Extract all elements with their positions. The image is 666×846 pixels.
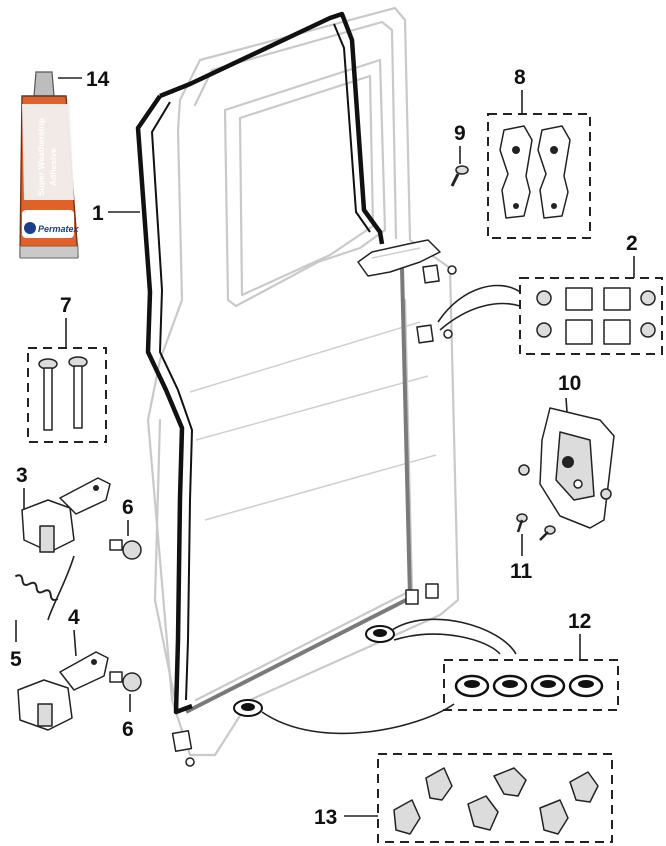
tube-label-line2: Adhesive [48, 148, 58, 186]
part-2-clips-and-screws [536, 287, 656, 345]
leader-3-to-spring [47, 555, 75, 621]
leader-4 [73, 629, 77, 657]
callout-1: 1 [92, 202, 104, 225]
part-7-box [27, 347, 107, 443]
callout-13: 13 [314, 806, 337, 829]
door-mount-clips [171, 264, 457, 767]
callout-6a: 6 [122, 496, 134, 519]
part-14-adhesive-tube: Super Weatherstrip Adhesive Permatex [19, 71, 80, 259]
part-9-screw [450, 165, 469, 187]
callout-7: 7 [60, 294, 72, 317]
callout-2: 2 [626, 232, 638, 255]
callout-12: 12 [568, 610, 591, 633]
callout-9: 9 [454, 122, 466, 145]
part-4-lower-hinge [17, 651, 109, 731]
leader-12-door-c [261, 703, 455, 735]
part-12-grommets [454, 674, 604, 698]
tube-brand: Permatex [38, 224, 80, 234]
part-7-hinge-pins [38, 356, 88, 431]
part-11-latch-screws [516, 513, 556, 541]
part-5-hinge-spring [14, 574, 59, 601]
leader-12-door-a [391, 618, 517, 655]
part-6-hinge-bolt-upper [109, 539, 142, 560]
callout-5: 5 [10, 648, 22, 671]
callout-3: 3 [16, 464, 28, 487]
part-2-box [519, 277, 663, 355]
door-shell-outline [146, 6, 460, 757]
part-8-box [487, 113, 591, 239]
door-handle [357, 239, 441, 277]
callout-4: 4 [68, 606, 80, 629]
part-12-box [443, 659, 619, 711]
door-grommets-on-door [233, 625, 395, 717]
part-8-check-straps [499, 125, 571, 219]
part-1-door-weatherstrip [135, 11, 385, 715]
part-10-screws [518, 464, 612, 500]
part-10-door-latch [539, 407, 615, 529]
leader-2-door-a [437, 284, 521, 323]
part-6-hinge-bolt-lower [109, 671, 142, 692]
callout-10: 10 [558, 372, 581, 395]
leader-2-door-b [439, 302, 521, 331]
part-13-box [377, 753, 613, 843]
tube-label-line1: Super Weatherstrip [36, 118, 46, 196]
callout-8: 8 [514, 66, 526, 89]
part-13-door-bumpers [393, 767, 599, 835]
leader-12-door-b [393, 633, 501, 655]
part-3-upper-hinge [21, 477, 111, 553]
callout-11: 11 [510, 560, 533, 583]
callout-14: 14 [86, 68, 110, 91]
callout-6b: 6 [122, 718, 134, 741]
